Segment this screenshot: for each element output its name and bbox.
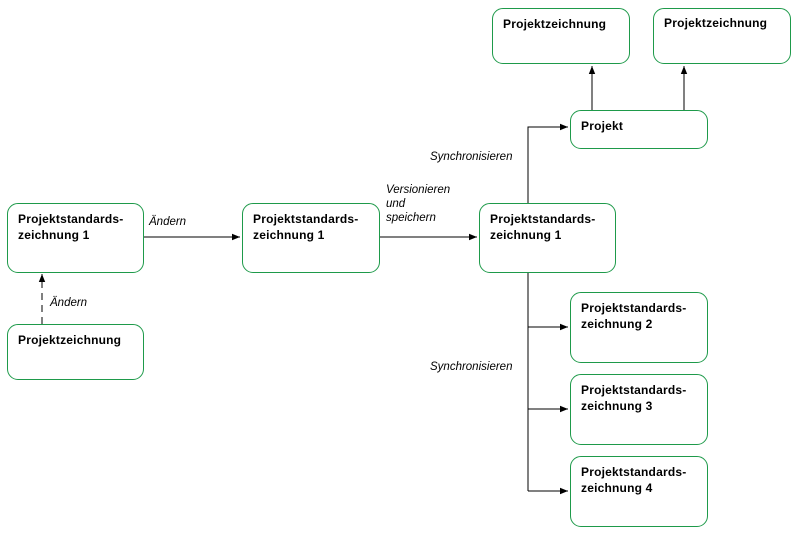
node-projektzeichnung-left[interactable]: Projektzeichnung [7, 324, 144, 380]
edge-label-aendern-vertical: Ändern [50, 297, 88, 309]
node-label: Projektzeichnung [18, 333, 122, 347]
edge-label-sync-top: Synchronisieren [430, 151, 513, 163]
node-label: Projektstandards- zeichnung 1 [253, 212, 359, 242]
node-label: Projektzeichnung [503, 17, 607, 31]
edge-label-aendern-horizontal: Ändern [149, 216, 187, 228]
node-projektstandards-mid[interactable]: Projektstandards- zeichnung 1 [242, 203, 380, 273]
node-label: Projektzeichnung [664, 16, 768, 30]
node-label: Projektstandards- zeichnung 4 [581, 465, 687, 495]
arrow-sync-projekt [527, 123, 568, 203]
node-projektstandards-left[interactable]: Projektstandards- zeichnung 1 [7, 203, 144, 273]
node-projekt[interactable]: Projekt [570, 110, 708, 149]
edge-label-versionieren: Versionieren und speichern [386, 184, 451, 224]
node-label: Projektstandards- zeichnung 1 [490, 212, 596, 242]
node-projektzeichnung-top2[interactable]: Projektzeichnung [653, 8, 791, 64]
node-label: Projektstandards- zeichnung 3 [581, 383, 687, 413]
node-projektstandards-3[interactable]: Projektstandards- zeichnung 3 [570, 374, 708, 445]
node-label: Projektstandards- zeichnung 1 [18, 212, 124, 242]
node-projektstandards-4[interactable]: Projektstandards- zeichnung 4 [570, 456, 708, 527]
node-label: Projektstandards- zeichnung 2 [581, 301, 687, 331]
node-projektstandards-2[interactable]: Projektstandards- zeichnung 2 [570, 292, 708, 363]
node-projektstandards-right[interactable]: Projektstandards- zeichnung 1 [479, 203, 616, 273]
node-label: Projekt [581, 119, 624, 133]
node-projektzeichnung-top1[interactable]: Projektzeichnung [492, 8, 630, 64]
edge-label-sync-bottom: Synchronisieren [430, 361, 513, 373]
